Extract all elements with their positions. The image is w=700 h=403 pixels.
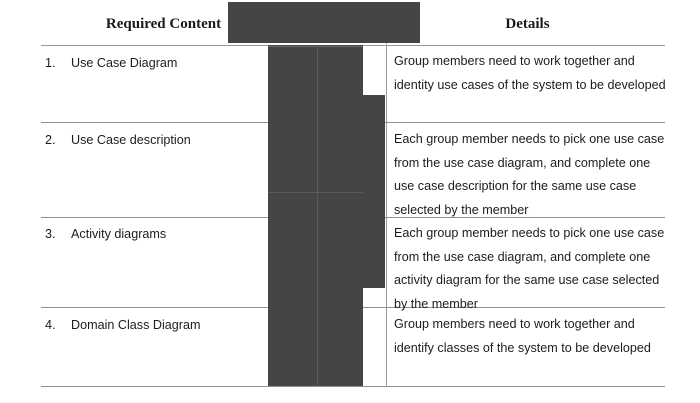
row-details-text: Group members need to work together and … [394, 317, 651, 355]
row-number: 3. [45, 227, 56, 241]
row-content-label: Activity diagrams [71, 227, 167, 241]
table-column-divider [386, 45, 387, 386]
redaction-seam-top [268, 46, 363, 47]
row-number: 4. [45, 318, 56, 332]
row-details-text: Each group member needs to pick one use … [394, 226, 665, 311]
table-row: 2. Use Case description [45, 131, 275, 149]
redaction-block-right [318, 45, 363, 386]
redaction-block-left [268, 45, 317, 386]
row-number: 2. [45, 133, 56, 147]
table-row: 1. Use Case Diagram [45, 54, 275, 72]
row-content-label: Domain Class Diagram [71, 318, 201, 332]
column-header-details: Details [505, 16, 550, 32]
row-number: 1. [45, 56, 56, 70]
redaction-block-header [228, 2, 420, 43]
redaction-block-step [363, 95, 385, 288]
column-header-required-content: Required Content [105, 16, 222, 32]
table-rule-bottom [41, 386, 665, 387]
table-row: 4. Domain Class Diagram [45, 316, 275, 334]
row-content-label: Use Case Diagram [71, 56, 178, 70]
row-details-text: Group members need to work together and … [394, 54, 666, 92]
redaction-seam-horizontal [268, 192, 363, 193]
table-row: 3. Activity diagrams [45, 225, 275, 243]
redaction-seam-vertical [317, 45, 318, 386]
row-content-label: Use Case description [71, 133, 191, 147]
row-details-text: Each group member needs to pick one use … [394, 132, 665, 217]
